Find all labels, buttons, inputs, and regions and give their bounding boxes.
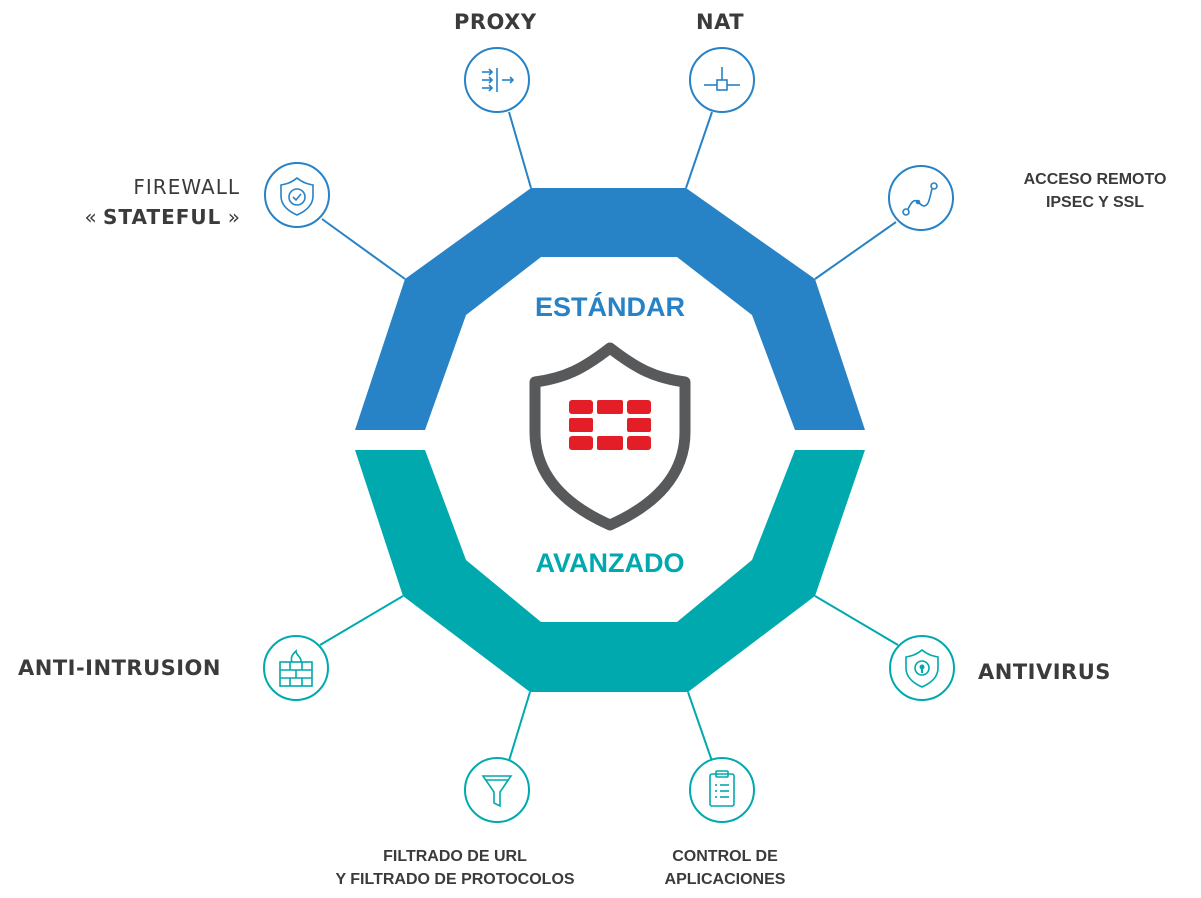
proxy-label: PROXY: [454, 10, 537, 34]
firewall-label-line1: FIREWALL: [133, 175, 240, 199]
app-connector: [687, 691, 714, 765]
antivirus-label: ANTIVIRUS: [978, 660, 1111, 684]
shield-check-icon: [264, 162, 330, 228]
advanced-label: AVANZADO: [535, 548, 685, 578]
clipboard-icon: [689, 757, 755, 823]
firewall-connector: [321, 218, 406, 280]
advanced-ring-segment: [355, 450, 865, 692]
shield-lock-icon: [889, 635, 955, 701]
nat-label: NAT: [696, 10, 745, 34]
app-control-label: CONTROL DE APLICACIONES: [640, 845, 810, 891]
vpn-label-line2: IPSEC Y SSL: [1045, 194, 1145, 211]
brand-logo-icon: [569, 400, 651, 450]
standard-ring-segment: [355, 188, 865, 430]
nat-icon: [689, 47, 755, 113]
route-icon: [888, 165, 954, 231]
app-control-label-line2: APLICACIONES: [664, 871, 786, 888]
firewall-label: FIREWALL « STATEFUL »: [40, 172, 240, 232]
firewall-brick-icon: [263, 635, 329, 701]
app-control-label-line1: CONTROL DE: [672, 848, 778, 865]
center-shield-icon: [529, 342, 691, 531]
proxy-connector: [508, 111, 532, 189]
url-connector: [507, 691, 531, 765]
url-filter-label: FILTRADO DE URL Y FILTRADO DE PROTOCOLOS: [300, 845, 610, 891]
firewall-label-line2: « STATEFUL »: [84, 205, 240, 229]
vpn-label-line1: ACCESO REMOTO: [1023, 171, 1167, 188]
url-filter-label-line2: Y FILTRADO DE PROTOCOLOS: [335, 871, 575, 888]
standard-label: ESTÁNDAR: [534, 292, 685, 322]
ips-label: ANTI-INTRUSION: [18, 656, 221, 680]
vpn-label: ACCESO REMOTO IPSEC Y SSL: [1000, 168, 1190, 214]
antivirus-connector: [814, 595, 899, 646]
funnel-icon: [464, 757, 530, 823]
nat-connector: [685, 111, 713, 189]
proxy-icon: [464, 47, 530, 113]
vpn-connector: [814, 221, 897, 280]
url-filter-label-line1: FILTRADO DE URL: [383, 848, 527, 865]
ips-connector: [319, 595, 404, 646]
